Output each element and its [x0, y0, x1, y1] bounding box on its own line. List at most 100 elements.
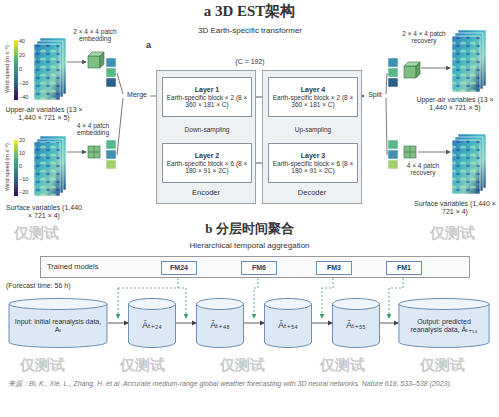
model-box: FM1 — [386, 261, 422, 275]
block-title: Decoder — [263, 189, 361, 198]
art-shape — [388, 140, 398, 149]
encoder-decoder-block: Decoder Layer 4Earth-specific block × 2 (… — [262, 70, 362, 204]
art-shape — [34, 30, 486, 196]
watermark: 仅测试 — [120, 356, 180, 373]
label: 40 — [19, 38, 33, 44]
label: Surface variables (1,440 × 721 × 4) — [4, 204, 84, 220]
data-cylinder: Âₜ₊₅₅ — [332, 298, 380, 348]
art-shape — [67, 62, 86, 63]
label: a — [146, 40, 156, 50]
layer-title: Layer 2 — [166, 152, 248, 160]
art-shape — [88, 56, 100, 68]
art-shape — [322, 274, 333, 318]
label: Merge — [124, 91, 150, 99]
model-name: FM24 — [170, 264, 188, 272]
data-label: Âₜ₊₅₄ — [278, 321, 298, 331]
block-title: Encoder — [157, 189, 255, 198]
connector — [176, 323, 196, 324]
cylinder-body — [128, 304, 175, 348]
cylinder-top — [264, 299, 311, 310]
art-shape — [34, 142, 60, 196]
figure-title: a 3D EST架构 — [0, 3, 499, 20]
data-cylinder: Input: initial reanalysis data, Aₜ — [8, 298, 108, 348]
layer-body: Earth-specific block × 6 (8 × 180 × 91 ×… — [272, 160, 354, 175]
layer-title: Layer 1 — [166, 86, 248, 94]
edge-label: Down-sampling — [183, 126, 232, 133]
art-shape — [404, 146, 416, 158]
watermark: 仅测试 — [420, 356, 480, 373]
layer-box: Layer 3Earth-specific block × 6 (8 × 180… — [268, 143, 358, 183]
art-shape — [388, 150, 398, 159]
label: −20 — [19, 80, 33, 86]
label: Surface variables (1,440 × 721 × 4) — [413, 200, 497, 216]
cylinder-top — [128, 299, 175, 310]
data-label: Âₜ₊₂₄ — [142, 321, 161, 331]
data-label: Âₜ₊₅₅ — [346, 321, 366, 331]
art-shape — [254, 274, 258, 318]
watermark: 仅测试 — [430, 224, 490, 241]
art-shape — [386, 98, 387, 155]
model-box: FM3 — [316, 261, 352, 275]
layer-box: Layer 2Earth-specific block × 6 (8 × 180… — [162, 143, 252, 183]
art-shape — [67, 62, 450, 155]
art-shape — [418, 152, 450, 153]
art-shape — [421, 68, 450, 69]
art-shape — [106, 160, 116, 169]
art-shape — [416, 62, 420, 78]
axis-label: Wind speed (m s⁻¹) — [4, 136, 10, 198]
art-shape — [34, 142, 60, 196]
layer-title: Layer 4 — [272, 86, 354, 94]
watermark: 仅测试 — [20, 356, 80, 373]
label: 0 — [19, 66, 33, 72]
edge-label: Up-sampling — [293, 126, 334, 133]
label: (Forecast time: 56 h) — [6, 282, 106, 290]
art-shape — [14, 140, 18, 196]
label: 2 × 4 × 4 patch recovery — [400, 30, 448, 45]
art-shape — [88, 152, 100, 153]
art-shape — [452, 36, 480, 92]
label: 20 — [19, 52, 33, 58]
art-shape — [388, 160, 398, 169]
model-name: FM6 — [252, 264, 266, 272]
models-panel: Trained models FM24 FM6 FM3 FM1 — [40, 256, 470, 278]
data-label: Output: predicted reanalysis data, Âₜ₊₅₆ — [402, 318, 486, 334]
data-cylinder: Âₜ₊₄₈ — [196, 298, 244, 348]
axis-label: Wind speed (m s⁻¹) — [4, 38, 10, 100]
art-shape — [117, 98, 123, 155]
label: Upper-air variables (13 × 1,440 × 721 × … — [4, 106, 84, 122]
label: −40 — [19, 94, 33, 100]
art-shape — [34, 44, 60, 100]
label: 10 — [19, 150, 33, 156]
model-name: FM1 — [397, 264, 411, 272]
layer-body: Earth-specific block × 2 (8 × 360 × 181 … — [272, 94, 354, 109]
art-shape — [186, 288, 187, 318]
art-shape — [118, 288, 186, 289]
label: 0 — [19, 163, 33, 169]
art-shape — [14, 40, 18, 100]
label: 2 × 4 × 4 patch embedding — [68, 28, 122, 43]
art-shape — [388, 78, 398, 87]
label: 4 × 4 patch embedding — [68, 122, 118, 137]
watermark: 仅测试 — [220, 356, 280, 373]
panel-title: Trained models — [47, 263, 98, 272]
label: 3D Earth-specific transformer — [150, 26, 350, 35]
cylinder-body — [332, 304, 379, 348]
art-shape — [118, 288, 119, 318]
art-shape — [452, 140, 480, 194]
layer-box: Layer 1Earth-specific block × 2 (8 × 360… — [162, 77, 252, 117]
data-cylinder: Output: predicted reanalysis data, Âₜ₊₅₆ — [398, 298, 490, 348]
art-shape — [100, 52, 104, 68]
label: −20 — [19, 189, 33, 195]
cylinder-body — [264, 304, 311, 348]
art-shape — [34, 44, 60, 100]
cylinder-body — [9, 304, 107, 348]
art-shape — [388, 68, 398, 77]
layer-box: Layer 4Earth-specific block × 2 (8 × 360… — [268, 77, 358, 117]
watermark: 仅测试 — [320, 356, 380, 373]
art-shape — [106, 78, 116, 87]
data-cylinder: Âₜ₊₅₄ — [264, 298, 312, 348]
cylinder-body — [399, 304, 489, 348]
cylinder-top — [9, 299, 107, 310]
art-shape — [88, 146, 100, 158]
